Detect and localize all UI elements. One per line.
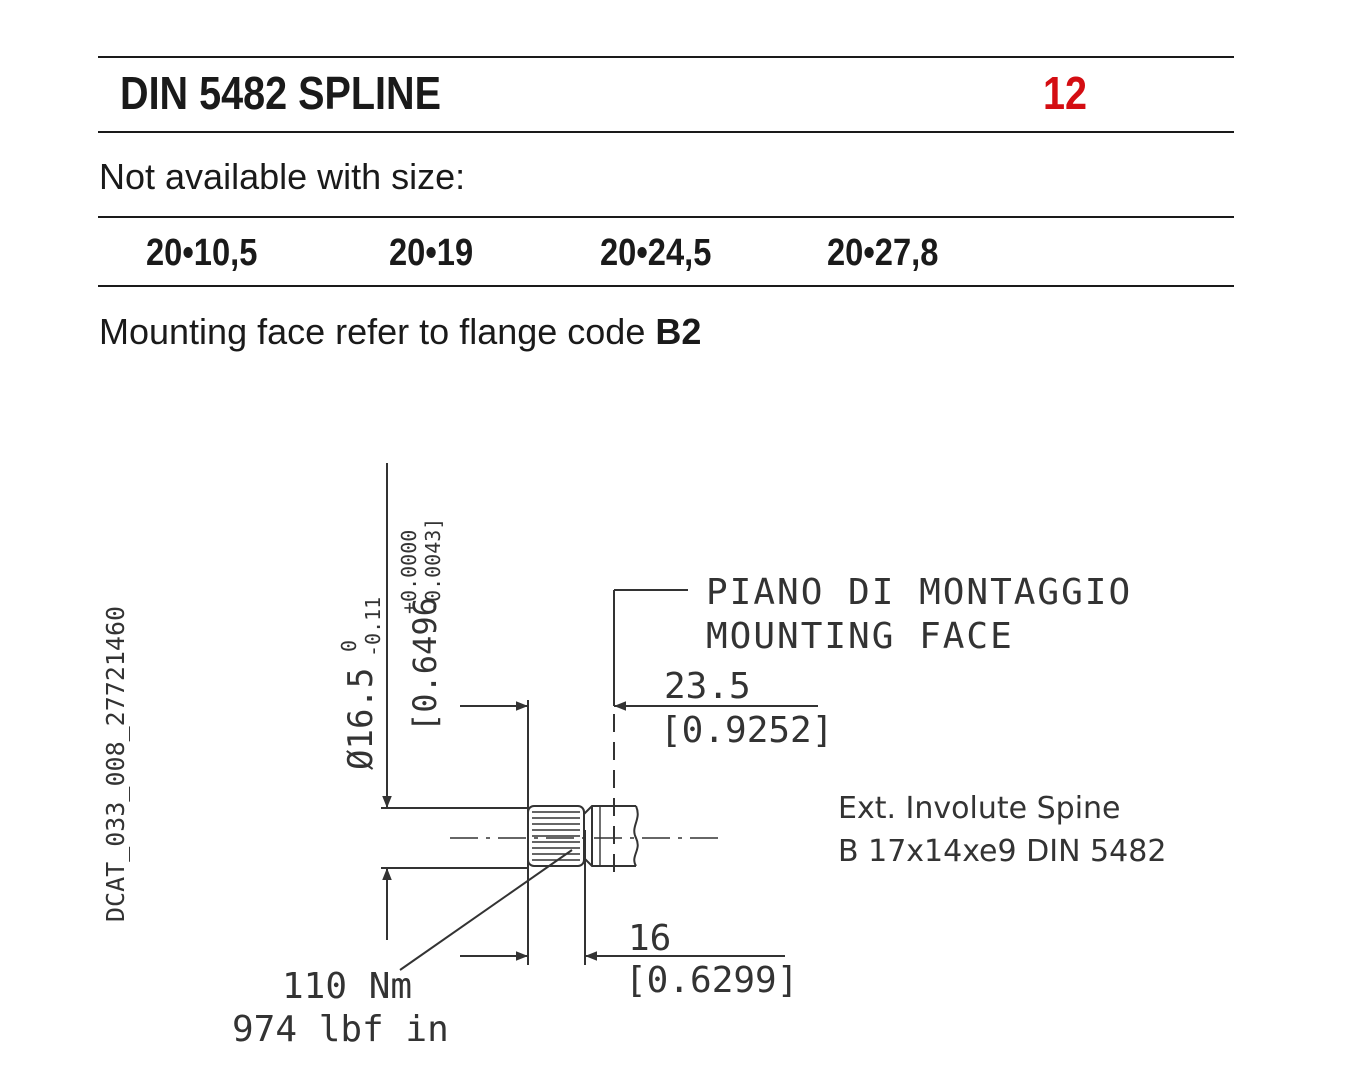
diameter-inch-label: [0.6496 +0.0000 -0.0043] <box>397 518 445 732</box>
top-rule <box>98 56 1234 58</box>
spline-spec-line1: Ext. Involute Spine <box>838 791 1121 826</box>
diameter-main: Ø16.5 <box>341 668 381 770</box>
size-item: 20•27,8 <box>827 232 939 274</box>
code-number: 12 <box>1043 67 1088 119</box>
size-item: 20•10,5 <box>146 232 258 274</box>
torque-lbf: 974 lbf in <box>232 1009 449 1050</box>
torque-leader <box>399 849 573 971</box>
mounting-face-en: MOUNTING FACE <box>706 616 1014 657</box>
mounting-note: Mounting face refer to flange code B2 <box>99 311 701 353</box>
dim-23-5-inch: [0.9252] <box>660 710 833 751</box>
mounting-note-text: Mounting face refer to flange code <box>99 311 656 352</box>
dim-16-inch: [0.6299] <box>625 960 798 1001</box>
diameter-tol-lower: -0.11 <box>361 597 385 657</box>
size-item: 20•19 <box>389 232 474 274</box>
sizes-top-rule <box>98 216 1234 218</box>
diameter-inch-tol-upper: +0.0000 <box>397 530 421 614</box>
spline-spec-line2: B 17x14xe9 DIN 5482 <box>838 834 1166 869</box>
mounting-face-it: PIANO DI MONTAGGIO <box>706 572 1132 613</box>
sizes-bottom-rule <box>98 285 1234 287</box>
spline-teeth <box>532 811 580 861</box>
diameter-label: Ø16.5 0 -0.11 <box>337 597 385 770</box>
diameter-tol-upper: 0 <box>337 640 361 652</box>
spline-body <box>527 805 585 867</box>
diameter-inch-main: [0.6496 <box>406 597 444 732</box>
availability-label: Not available with size: <box>99 156 466 197</box>
shaft-break-line <box>633 805 639 867</box>
diameter-inch-tol-lower: -0.0043] <box>421 518 445 614</box>
title-underline <box>98 131 1234 133</box>
torque-nm: 110 Nm <box>282 966 412 1007</box>
dim-16-mm: 16 <box>628 918 671 959</box>
page-title: DIN 5482 SPLINE <box>120 67 442 119</box>
dim-23-5-mm: 23.5 <box>664 666 751 707</box>
size-item: 20•24,5 <box>600 232 712 274</box>
flange-code: B2 <box>655 311 702 352</box>
drawing-id: DCAT_033_008_27721460 <box>101 606 130 922</box>
